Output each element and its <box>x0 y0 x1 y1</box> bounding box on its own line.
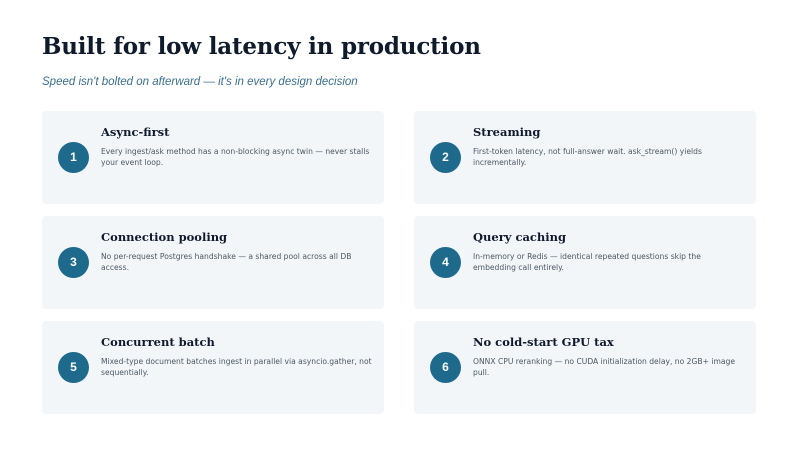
number-badge: 1 <box>58 142 89 173</box>
feature-card-query-caching: 4 Query caching In-memory or Redis — ide… <box>414 216 756 309</box>
card-description: Every ingest/ask method has a non-blocki… <box>101 147 370 167</box>
feature-card-concurrent-batch: 5 Concurrent batch Mixed-type document b… <box>42 321 384 414</box>
number-badge: 2 <box>430 142 461 173</box>
card-title: Query caching <box>473 230 567 244</box>
page-title: Built for low latency in production <box>42 33 481 60</box>
card-title: Connection pooling <box>101 230 228 244</box>
number-badge: 4 <box>430 247 461 278</box>
number-badge: 5 <box>58 352 89 383</box>
feature-card-connection-pooling: 3 Connection pooling No per-request Post… <box>42 216 384 309</box>
card-description: No per-request Postgres handshake — a sh… <box>101 252 352 272</box>
number-badge: 3 <box>58 247 89 278</box>
card-description: Mixed-type document batches ingest in pa… <box>101 357 372 377</box>
card-title: No cold-start GPU tax <box>473 335 614 349</box>
feature-card-async-first: 1 Async-first Every ingest/ask method ha… <box>42 111 384 204</box>
page-subtitle: Speed isn't bolted on afterward — it's i… <box>42 76 358 88</box>
card-title: Concurrent batch <box>101 335 215 349</box>
feature-card-no-cold-start: 6 No cold-start GPU tax ONNX CPU reranki… <box>414 321 756 414</box>
feature-card-streaming: 2 Streaming First-token latency, not ful… <box>414 111 756 204</box>
card-description: ONNX CPU reranking — no CUDA initializat… <box>473 357 736 377</box>
card-description: In-memory or Redis — identical repeated … <box>473 252 701 272</box>
card-title: Async-first <box>101 125 170 139</box>
card-title: Streaming <box>473 125 541 139</box>
card-description: First-token latency, not full-answer wai… <box>473 147 702 167</box>
number-badge: 6 <box>430 352 461 383</box>
